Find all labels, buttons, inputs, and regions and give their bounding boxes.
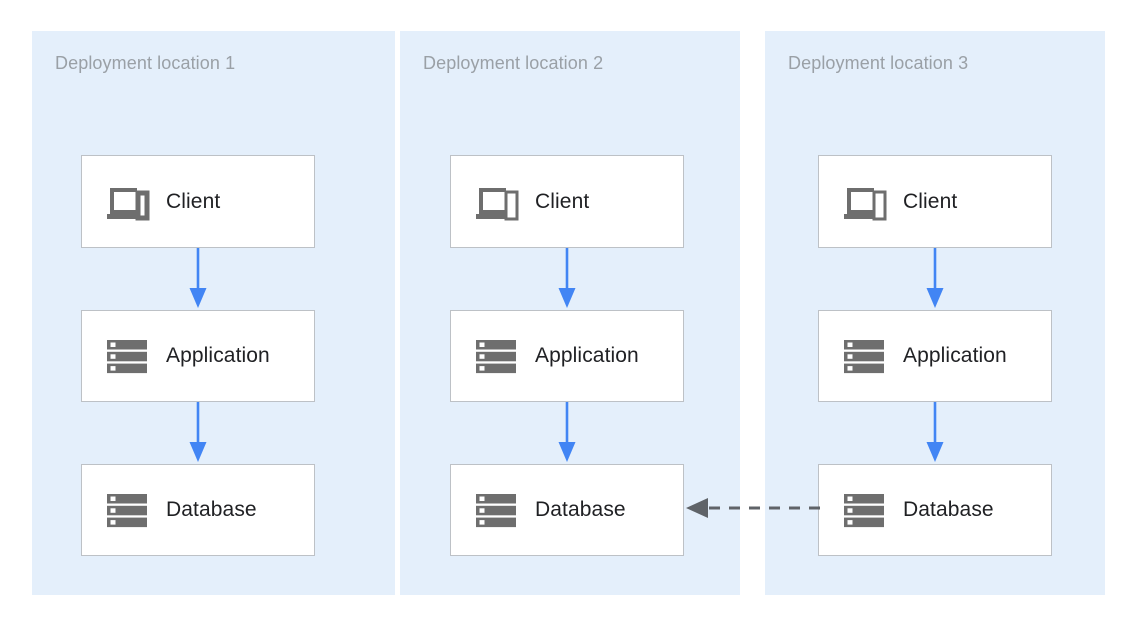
node-database-2[interactable]: Database — [450, 464, 684, 556]
node-label: Database — [166, 498, 257, 521]
node-client-3[interactable]: Client — [818, 155, 1052, 248]
connector-client-1-to-application-1 — [185, 248, 211, 310]
server-icon — [841, 333, 887, 379]
node-label: Application — [903, 344, 1007, 367]
server-icon — [104, 333, 150, 379]
node-label: Application — [535, 344, 639, 367]
panel-title: Deployment location 1 — [55, 53, 236, 73]
devices-icon — [104, 179, 150, 225]
server-icon — [473, 487, 519, 533]
connector-client-3-to-application-3 — [922, 248, 948, 310]
node-label: Client — [166, 189, 221, 213]
connector-database-3-to-database-2-replication — [684, 496, 820, 520]
devices-icon — [473, 179, 519, 225]
node-database-1[interactable]: Database — [81, 464, 315, 556]
connector-application-2-to-database-2 — [554, 402, 580, 464]
node-label: Client — [903, 189, 958, 213]
panel-title: Deployment location 3 — [788, 53, 969, 73]
node-label: Client — [535, 189, 590, 213]
node-client-1[interactable]: Client — [81, 155, 315, 248]
server-icon — [473, 333, 519, 379]
node-application-1[interactable]: Application — [81, 310, 315, 402]
node-application-2[interactable]: Application — [450, 310, 684, 402]
node-client-2[interactable]: Client — [450, 155, 684, 248]
node-database-3[interactable]: Database — [818, 464, 1052, 556]
devices-icon — [841, 179, 887, 225]
node-application-3[interactable]: Application — [818, 310, 1052, 402]
connector-client-2-to-application-2 — [554, 248, 580, 310]
server-icon — [841, 487, 887, 533]
server-icon — [104, 487, 150, 533]
panel-title: Deployment location 2 — [423, 53, 604, 73]
node-label: Application — [166, 344, 270, 367]
node-label: Database — [903, 498, 994, 521]
node-label: Database — [535, 498, 626, 521]
connector-application-3-to-database-3 — [922, 402, 948, 464]
connector-application-1-to-database-1 — [185, 402, 211, 464]
